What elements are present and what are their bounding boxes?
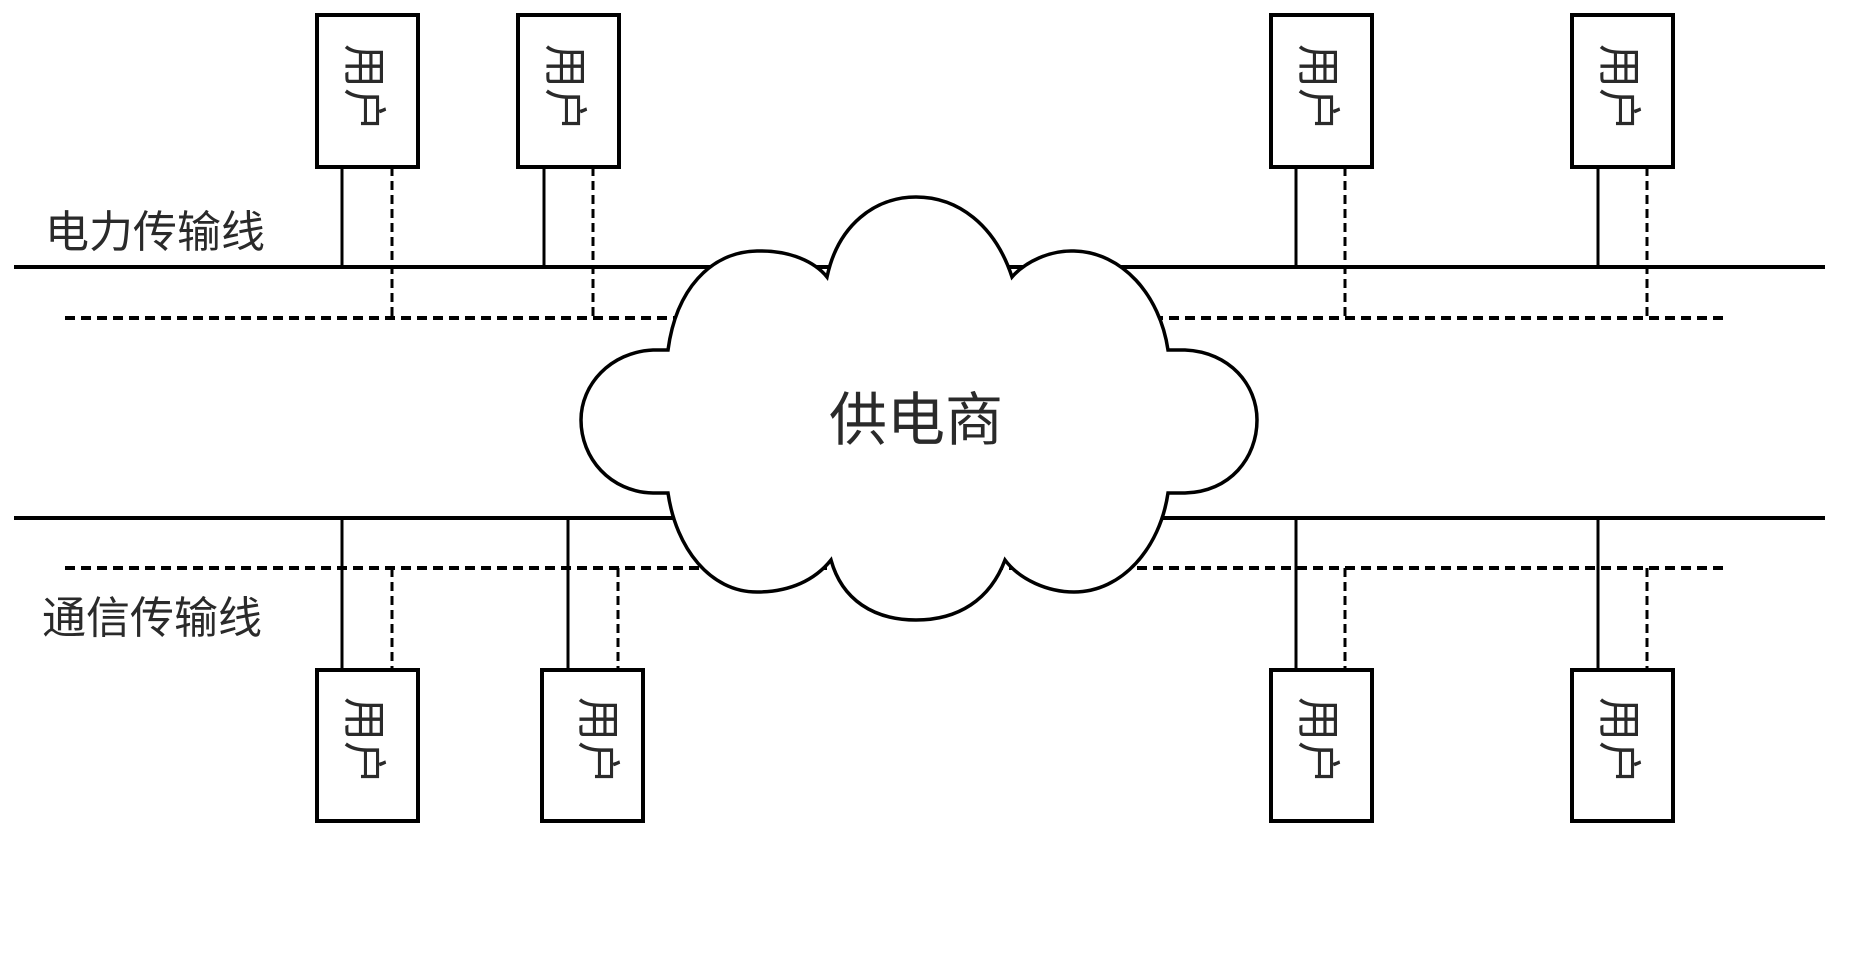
comm-line-label: 通信传输线	[42, 593, 262, 644]
user-box[interactable]: 用户	[1570, 13, 1675, 169]
top-user-drops	[340, 167, 1649, 318]
user-box[interactable]: 用户	[1570, 668, 1675, 823]
user-box[interactable]: 用户	[315, 13, 420, 169]
user-label: 用户	[338, 44, 389, 132]
user-box-frame	[1570, 13, 1675, 169]
user-label: 用户	[539, 44, 590, 132]
bottom-user-drops	[340, 518, 1649, 670]
user-box-frame	[315, 13, 420, 169]
user-box[interactable]: 用户	[315, 668, 420, 823]
user-box-frame	[1269, 668, 1374, 823]
user-box-frame	[540, 668, 645, 823]
user-box-frame	[315, 668, 420, 823]
provider-cloud[interactable]: 供电商	[579, 195, 1259, 622]
cloud-icon	[579, 195, 1259, 622]
user-box[interactable]: 用户	[1269, 668, 1374, 823]
user-label: 用户	[1292, 697, 1343, 785]
user-box[interactable]: 用户	[1269, 13, 1374, 169]
user-label: 用户	[1292, 44, 1343, 132]
power-line-label: 电力传输线	[45, 207, 265, 258]
user-label: 用户	[572, 697, 623, 785]
user-label: 用户	[338, 697, 389, 785]
provider-label: 供电商	[829, 386, 1003, 454]
user-box-frame	[1570, 668, 1675, 823]
user-box-frame	[1269, 13, 1374, 169]
user-label: 用户	[1593, 44, 1644, 132]
user-box[interactable]: 用户	[540, 668, 645, 823]
user-box-frame	[516, 13, 621, 169]
user-label: 用户	[1593, 697, 1644, 785]
user-box[interactable]: 用户	[516, 13, 621, 169]
